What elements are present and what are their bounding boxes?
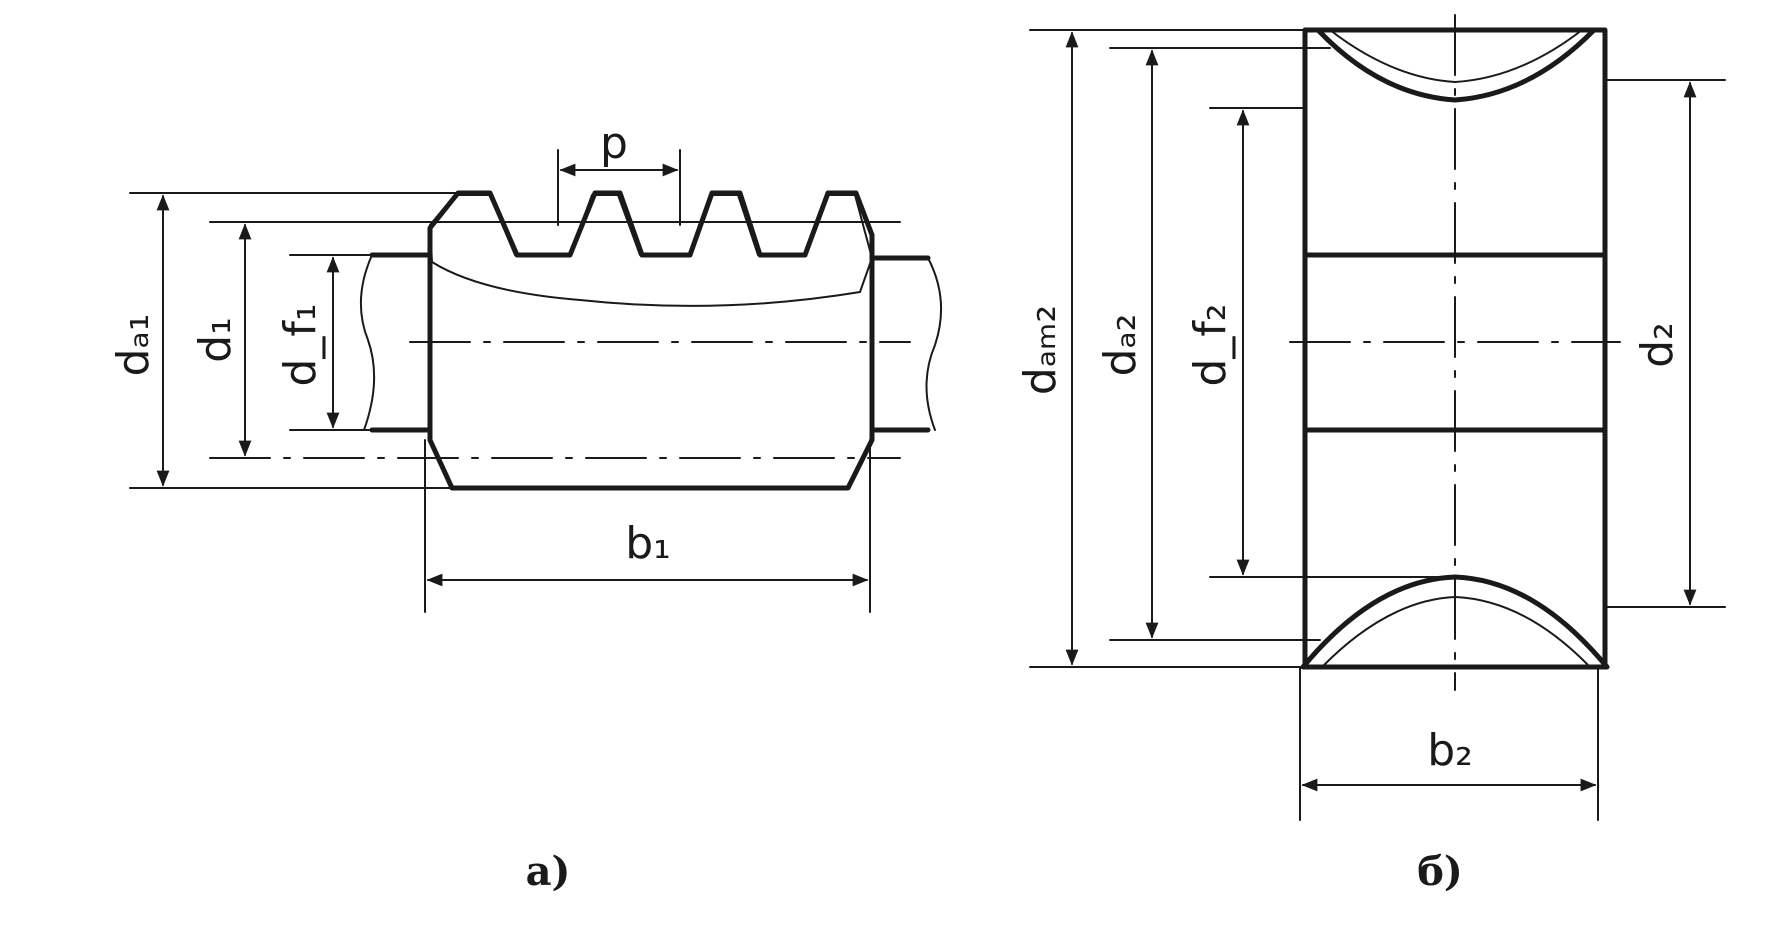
worm-label-root-diameter: d_f₁	[275, 303, 326, 386]
wheel-label-max-diameter: dₐₘ₂	[1015, 305, 1066, 395]
worm-label-pitch-diameter: d₁	[190, 317, 241, 363]
wheel-upper-groove	[1315, 27, 1597, 103]
worm-left-break	[359, 254, 376, 431]
worm-label-width: b₁	[625, 518, 671, 569]
wheel-view: dₐₘ₂ dₐ₂ d_f₂ d₂ b₂ б)	[1015, 14, 1726, 895]
wheel-label-pitch-diameter: d₂	[1632, 322, 1683, 368]
worm-right-break	[925, 257, 943, 431]
worm-tooth-profile	[427, 190, 875, 258]
worm-right-shaft	[869, 255, 931, 433]
wheel-label-width: b₂	[1427, 725, 1473, 776]
wheel-upper-groove-inner	[1329, 29, 1583, 83]
worm-left-shaft	[369, 252, 433, 433]
worm-body-outline	[427, 225, 875, 491]
worm-label-pitch: p	[600, 118, 628, 169]
worm-view: p dₐ₁ d₁ d_f₁ b₁ а)	[108, 118, 943, 895]
worm-caption: а)	[526, 848, 571, 895]
wheel-caption: б)	[1417, 848, 1463, 895]
wheel-label-tip-diameter: dₐ₂	[1095, 314, 1146, 377]
wheel-label-root-diameter: d_f₂	[1185, 303, 1236, 386]
worm-label-tip-diameter: dₐ₁	[108, 314, 159, 377]
